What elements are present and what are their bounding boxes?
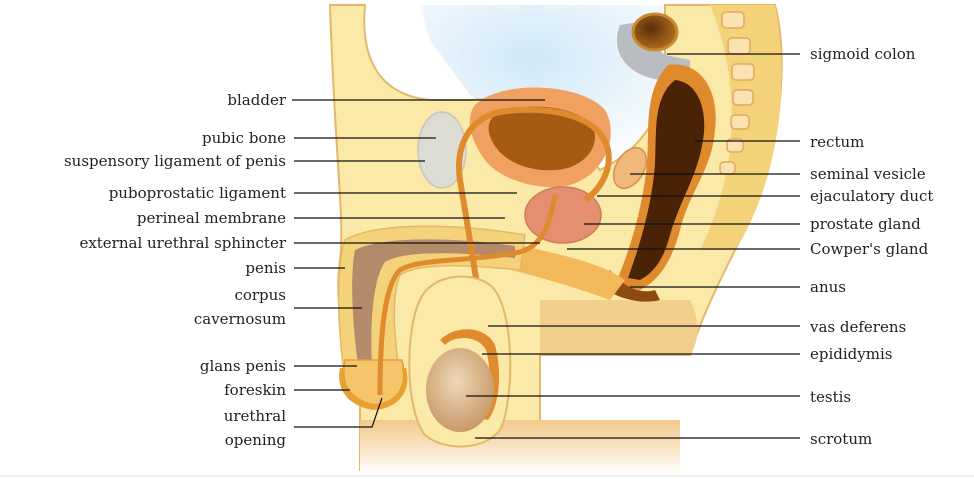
label-pubic-bone: pubic bone — [202, 129, 286, 147]
urethra — [377, 194, 558, 396]
label-puboprostatic-ligament: puboprostatic ligament — [109, 184, 286, 202]
leader-lines — [292, 53, 800, 439]
label-rectum: rectum — [810, 133, 864, 151]
label-prostate-gland: prostate gland — [810, 215, 921, 233]
sigmoid-colon-lumen — [631, 12, 679, 52]
anatomy-illustration — [328, 4, 783, 475]
label-seminal-vesicle: seminal vesicle — [810, 165, 926, 183]
epididymis — [440, 329, 500, 420]
label-perineal-membrane: perineal membrane — [137, 209, 286, 227]
right-labels: sigmoid colon rectum seminal vesicle eja… — [809, 45, 933, 448]
label-external-urethral-sphincter: external urethral sphincter — [79, 234, 286, 252]
left-labels: bladder pubic bone suspensory ligament o… — [64, 91, 287, 449]
vertebrae — [719, 11, 755, 175]
penis — [337, 225, 526, 381]
label-testis: testis — [810, 388, 851, 406]
seminal-vesicle — [612, 146, 648, 190]
label-glans-penis: glans penis — [200, 357, 286, 375]
perineal-tissue — [505, 245, 625, 300]
label-urethral: urethral — [224, 407, 287, 425]
label-vas-deferens: vas deferens — [809, 318, 906, 336]
label-bladder: bladder — [227, 91, 286, 109]
leader-urethral-opening — [294, 397, 383, 428]
label-penis: penis — [245, 259, 286, 277]
label-foreskin: foreskin — [224, 381, 286, 399]
leg-fade — [360, 420, 680, 475]
bladder-lumen — [488, 106, 595, 171]
label-cowpers-gland: Cowper's gland — [810, 240, 929, 258]
vas-deferens — [456, 106, 612, 346]
pubic-bone — [417, 111, 467, 189]
label-corpus: corpus — [234, 286, 286, 304]
thigh-shade — [540, 300, 698, 355]
label-scrotum: scrotum — [810, 430, 872, 448]
label-sigmoid-colon: sigmoid colon — [810, 45, 916, 63]
testis — [426, 348, 494, 432]
label-opening: opening — [225, 431, 287, 449]
label-suspensory-ligament: suspensory ligament of penis — [64, 152, 286, 170]
label-anus: anus — [810, 278, 846, 296]
corpus-cavernosum — [352, 239, 515, 365]
label-ejaculatory-duct: ejaculatory duct — [810, 187, 933, 205]
label-epididymis: epididymis — [810, 345, 892, 363]
foreskin — [339, 368, 408, 410]
rectum-lumen — [628, 80, 705, 280]
label-cavernosum: cavernosum — [194, 310, 286, 328]
